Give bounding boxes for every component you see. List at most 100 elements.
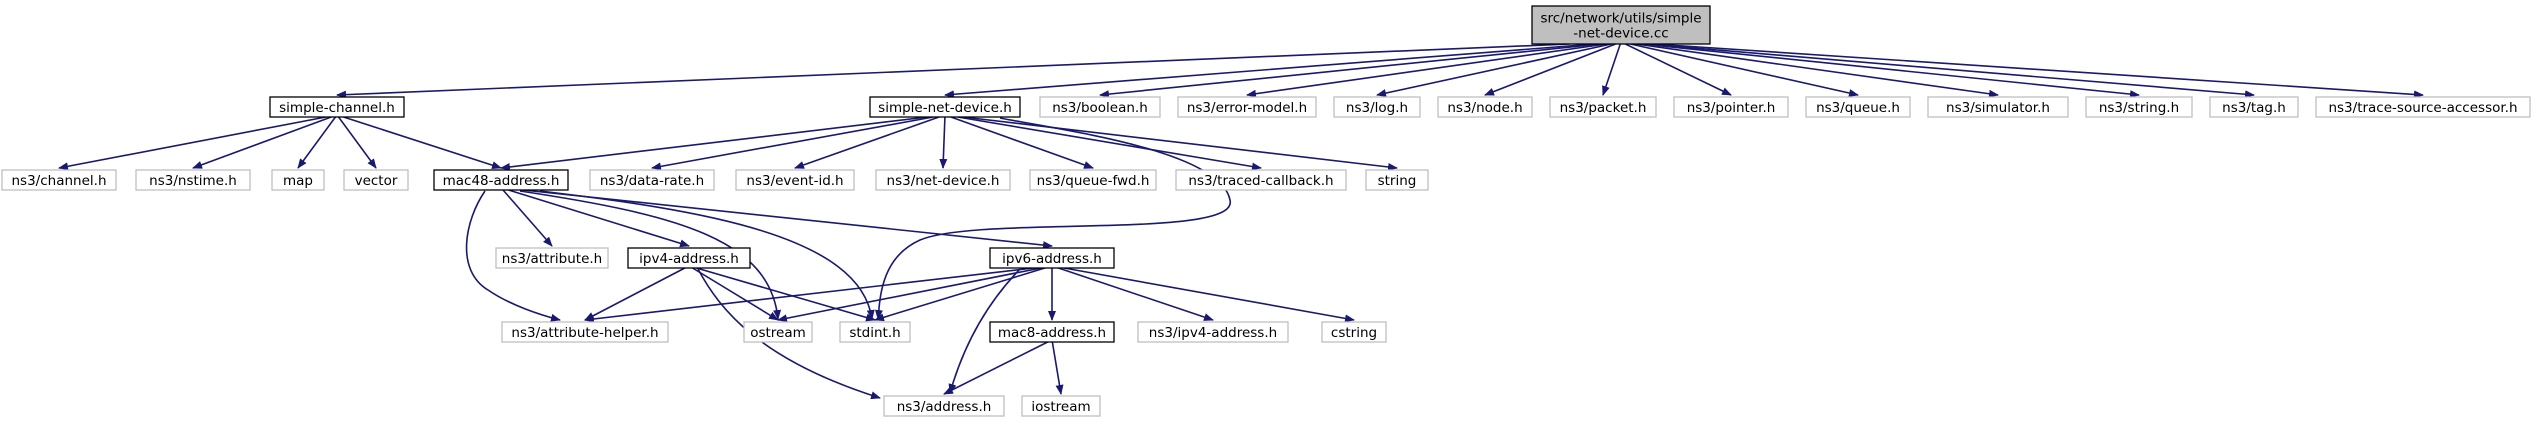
node-box [1039, 96, 1161, 118]
node-error-model: ns3/error-model.h [1177, 96, 1317, 118]
node-label: ns3/traced-callback.h [1188, 173, 1333, 189]
node-box [735, 169, 855, 191]
node-label: ns3/log.h [1346, 100, 1408, 116]
node-label: ns3/tag.h [2222, 100, 2286, 116]
node-tag: ns3/tag.h [2209, 96, 2299, 118]
node-ipv6-address[interactable]: ipv6-address.h [989, 247, 1115, 269]
edge-ipv4_address-to-attribute_helper [584, 267, 686, 321]
node-box [989, 247, 1115, 269]
edge-root-to-tag [1646, 43, 2255, 99]
node-map: map [271, 169, 325, 191]
node-label: src/network/utils/simple [1540, 11, 1701, 27]
node-ipv4-address[interactable]: ipv4-address.h [627, 247, 751, 269]
node-string-h: ns3/string.h [2085, 96, 2193, 118]
node-box [433, 169, 569, 191]
node-simple-channel[interactable]: simple-channel.h [269, 96, 405, 118]
node-label: ns3/data-rate.h [600, 173, 704, 189]
node-box [501, 321, 669, 343]
node-boolean: ns3/boolean.h [1039, 96, 1161, 118]
node-stdint: stdint.h [839, 321, 911, 343]
node-root[interactable]: src/network/utils/simple-net-device.cc [1531, 5, 1711, 45]
node-box [495, 247, 609, 269]
node-box [1, 169, 117, 191]
node-label: ns3/packet.h [1560, 100, 1647, 116]
node-traced-callback: ns3/traced-callback.h [1175, 169, 1347, 191]
nodes-layer: src/network/utils/simple-net-device.cc si… [1, 5, 2531, 417]
node-box [1175, 169, 1347, 191]
node-nstime: ns3/nstime.h [135, 169, 251, 191]
node-mac8[interactable]: mac8-address.h [989, 321, 1115, 343]
node-iostream: iostream [1021, 395, 1101, 417]
node-box [1927, 96, 2069, 118]
node-box [1531, 5, 1711, 45]
node-label: ns3/simulator.h [1946, 100, 2050, 116]
edge-root-to-pointer [1625, 43, 1732, 96]
node-box [875, 169, 1011, 191]
node-label: stdint.h [849, 325, 900, 341]
node-box [1321, 321, 1387, 343]
node-box [1549, 96, 1657, 118]
node-box [589, 169, 715, 191]
edge-ipv6_address-to-ns3_address [948, 268, 1021, 394]
node-box [989, 321, 1115, 343]
node-box [869, 96, 1021, 118]
edge-simple_channel-to-map [297, 116, 337, 169]
node-simple-net-device[interactable]: simple-net-device.h [869, 96, 1021, 118]
node-label: ns3/channel.h [12, 173, 107, 189]
edge-simple_net_device-to-net_device [939, 116, 948, 169]
edge-ipv4_address-to-ostream [692, 267, 779, 321]
node-label: mac8-address.h [998, 325, 1106, 341]
edge-ipv4_address-to-stdint [696, 267, 876, 322]
node-label: ns3/address.h [897, 399, 992, 415]
node-label: ns3/error-model.h [1187, 100, 1307, 116]
node-box [135, 169, 251, 191]
node-box [1021, 395, 1101, 417]
edges-layer [58, 43, 2424, 400]
edge-simple_net_device-to-traced_callback [957, 116, 1262, 171]
node-box [271, 169, 325, 191]
node-box [1029, 169, 1157, 191]
node-cstring: cstring [1321, 321, 1387, 343]
node-box [1333, 96, 1421, 118]
node-label: ns3/attribute.h [502, 251, 602, 267]
node-label: ns3/trace-source-accessor.h [2328, 100, 2517, 116]
node-mac48[interactable]: mac48-address.h [433, 169, 569, 191]
edge-root-to-queue [1630, 43, 1859, 97]
node-attribute: ns3/attribute.h [495, 247, 609, 269]
edge-root-to-trace_source [1653, 43, 2424, 99]
node-log: ns3/log.h [1333, 96, 1421, 118]
edge-simple_net_device-to-string [962, 116, 1398, 171]
node-box [1365, 169, 1429, 191]
node-string: string [1365, 169, 1429, 191]
node-queue-fwd: ns3/queue-fwd.h [1029, 169, 1157, 191]
node-box [1805, 96, 1911, 118]
node-label: ns3/boolean.h [1052, 100, 1148, 116]
node-label: vector [355, 173, 398, 189]
node-box [1673, 96, 1789, 118]
node-label: ns3/net-device.h [887, 173, 1000, 189]
edge-simple_net_device-to-mac48 [500, 116, 928, 171]
node-label: ns3/ipv4-address.h [1149, 325, 1277, 341]
edge-simple_channel-to-channel [58, 116, 327, 171]
edge-simple_channel-to-mac48 [343, 116, 502, 170]
node-label: ipv6-address.h [1002, 251, 1102, 267]
node-box [343, 169, 409, 191]
node-box [839, 321, 911, 343]
edge-root-to-packet [1602, 43, 1622, 96]
edge-root-to-log [1376, 43, 1612, 97]
node-label: simple-net-device.h [878, 100, 1012, 116]
edge-root-to-boolean [1099, 43, 1601, 99]
edge-mac48-to-ostream [519, 190, 782, 320]
node-ns3-address: ns3/address.h [883, 395, 1005, 417]
edge-simple_net_device-to-data_rate [651, 116, 934, 171]
node-box [2315, 96, 2531, 118]
edge-root-to-node [1484, 43, 1616, 96]
edge-root-to-simple_net_device [944, 43, 1595, 99]
node-box [2209, 96, 2299, 118]
node-simulator: ns3/simulator.h [1927, 96, 2069, 118]
node-label: ostream [750, 325, 806, 341]
edge-mac48-to-attribute_helper [465, 190, 561, 322]
node-label: ns3/event-id.h [746, 173, 843, 189]
node-box [2085, 96, 2193, 118]
node-label: ns3/queue.h [1816, 100, 1900, 116]
